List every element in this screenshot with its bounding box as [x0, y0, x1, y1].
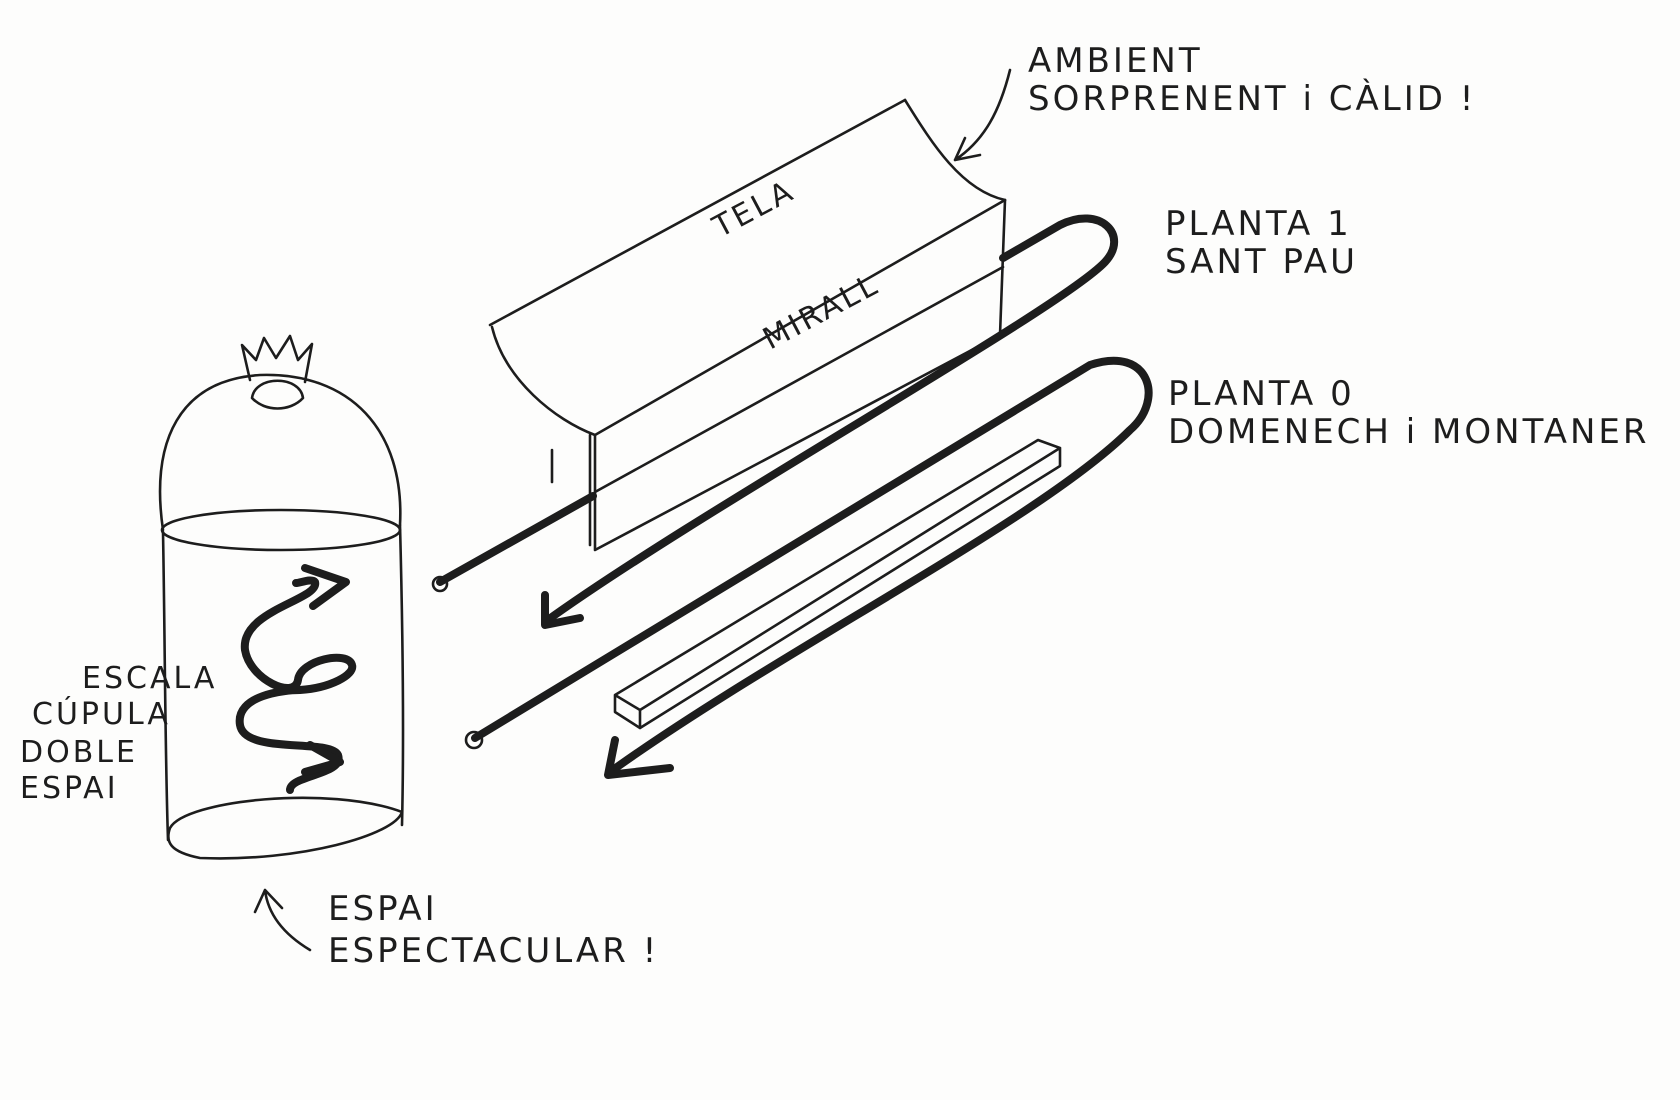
panel-mid-line — [593, 265, 1005, 494]
label-escala-line2: CÚPULA — [32, 695, 171, 732]
dome-outline — [158, 373, 402, 532]
planta1-arrowhead — [541, 591, 584, 629]
label-tela: TELA — [706, 173, 800, 245]
dome-base-ellipse — [160, 508, 402, 552]
label-planta1-line2: SANT PAU — [1165, 242, 1358, 282]
spiral-stair-arrow — [235, 564, 357, 794]
bench-beam — [613, 438, 1062, 730]
label-planta0-line1: PLANTA 0 — [1168, 374, 1355, 414]
beam-outline — [613, 438, 1062, 730]
cylinder-right-wall — [398, 523, 405, 827]
label-escala-line1: ESCALA — [82, 661, 217, 696]
label-escala-line4: ESPAI — [20, 771, 119, 806]
label-espai-line1: ESPAI — [328, 889, 438, 929]
dome-cylinder — [158, 334, 405, 860]
spiral-top-arrowhead — [301, 564, 350, 610]
panel-top-edge — [488, 98, 907, 327]
spiral-bottom-arrowhead — [301, 741, 344, 776]
planta0-start-dot — [464, 730, 484, 750]
planta0-arrowhead — [604, 736, 674, 779]
cylinder-left-wall — [161, 530, 170, 842]
label-espai-line2: ESPECTACULAR ! — [328, 931, 659, 971]
cylinder-base-ellipse — [167, 796, 404, 860]
crown-icon — [240, 334, 314, 384]
planta1-path-line — [436, 214, 1119, 626]
label-ambient-line2: SORPRENENT i CÀLID ! — [1028, 78, 1476, 119]
label-escala-line3: DOBLE — [20, 735, 138, 770]
crown-lantern — [250, 379, 305, 410]
planta1-start-dot — [431, 575, 449, 593]
panel-fold-line — [490, 198, 1007, 437]
panel-right-curve — [903, 98, 1007, 202]
tela-mirall-panel — [488, 98, 1007, 552]
label-planta0-line2: DOMENECH i MONTANER — [1168, 412, 1650, 452]
planta0-path-line — [471, 356, 1153, 776]
label-ambient-line1: AMBIENT — [1028, 41, 1203, 81]
planta1-route — [431, 214, 1119, 629]
planta0-route — [464, 356, 1153, 779]
ambient-pointer-arrow — [953, 68, 1012, 162]
espai-pointer-arrow — [253, 888, 312, 952]
label-planta1-line1: PLANTA 1 — [1165, 204, 1352, 244]
